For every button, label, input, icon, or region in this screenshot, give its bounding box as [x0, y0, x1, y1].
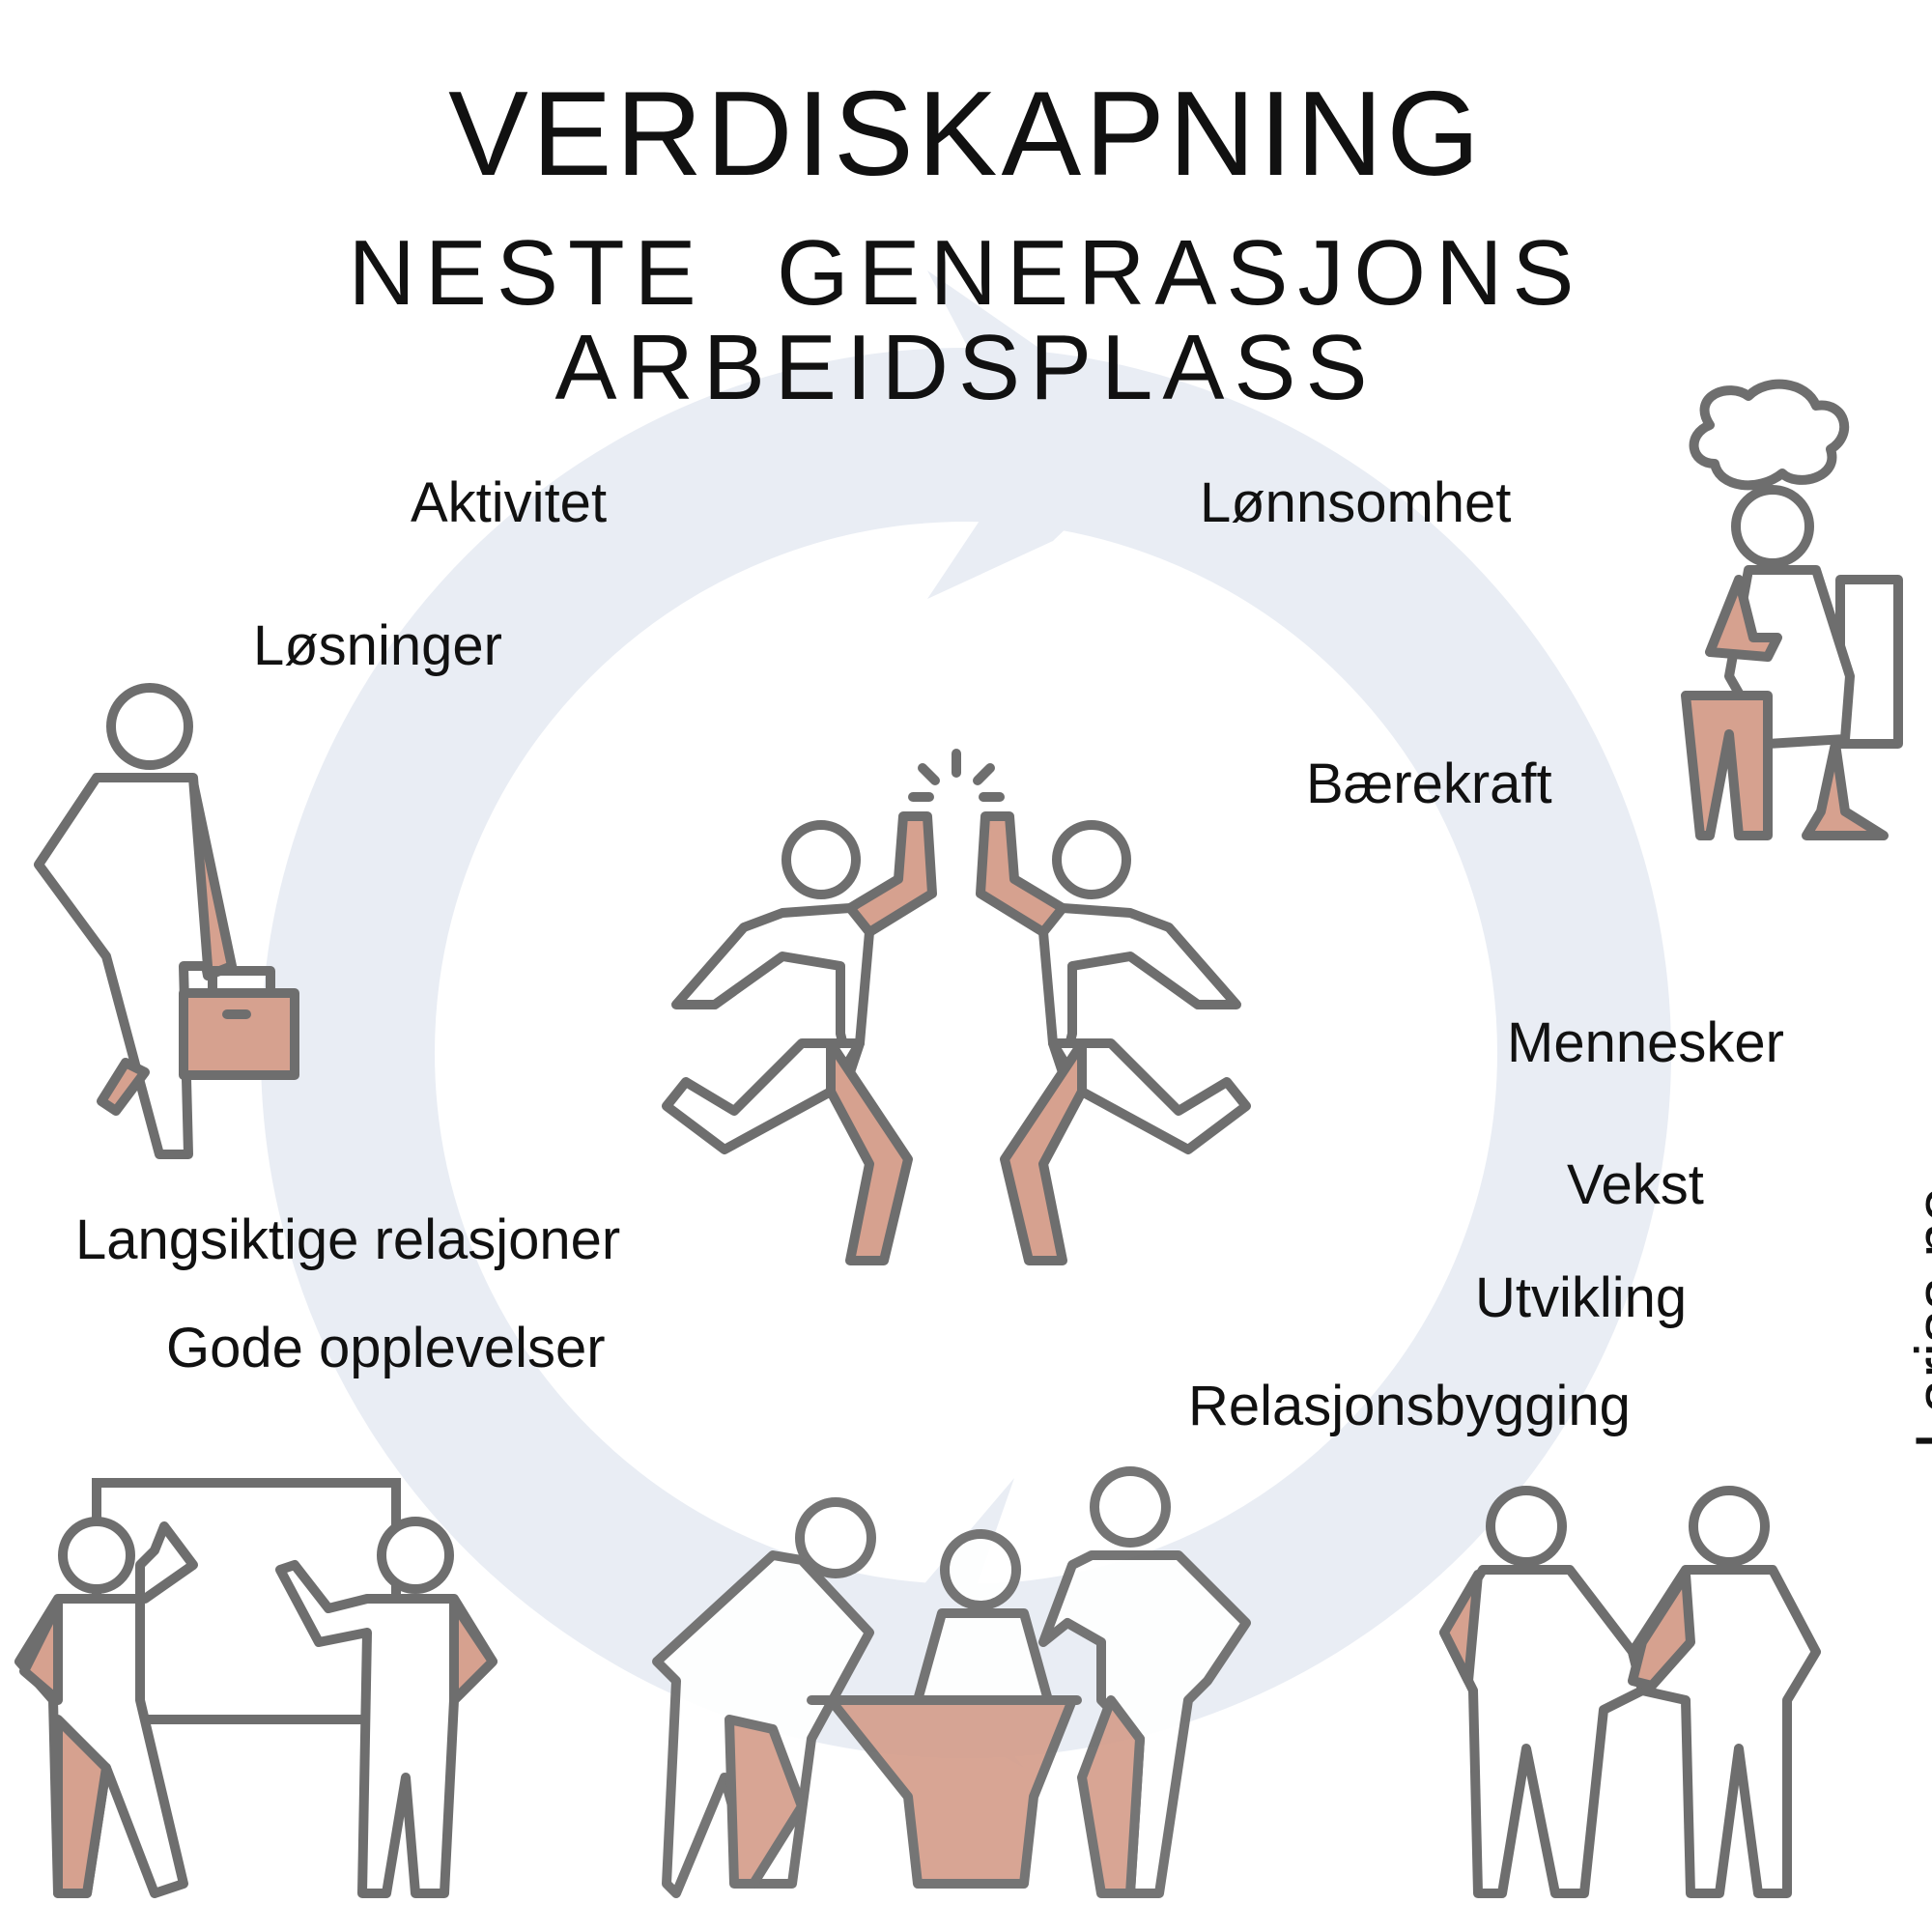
- keyword-gode-opplevelser: Gode opplevelser: [166, 1317, 606, 1379]
- brand-label: Larisa.no: [1902, 1186, 1932, 1449]
- keyword-lonnsomhet: Lønnsomhet: [1200, 471, 1512, 534]
- keyword-relasjonsbygging: Relasjonsbygging: [1188, 1375, 1631, 1437]
- keyword-vekst: Vekst: [1567, 1153, 1704, 1216]
- keyword-losninger: Løsninger: [253, 614, 502, 677]
- handshake-people: [1439, 1486, 1821, 1898]
- keyword-aktivitet: Aktivitet: [411, 471, 608, 534]
- page-title: VERDISKAPNING: [448, 68, 1484, 201]
- keyword-utvikling: Utvikling: [1475, 1266, 1688, 1329]
- spark-icon: [908, 749, 1005, 802]
- whiteboard-people: [14, 1478, 497, 1898]
- thinking-person: [1681, 379, 1903, 840]
- keyword-langsiktige-relasjoner: Langsiktige relasjoner: [75, 1208, 621, 1271]
- page-subtitle-line2: ARBEIDSPLASS: [554, 316, 1378, 419]
- keyword-mennesker: Mennesker: [1507, 1011, 1784, 1074]
- briefcase-person: [34, 683, 299, 1159]
- high-five-figures: [662, 749, 1251, 1265]
- keyword-baerekraft: Bærekraft: [1306, 753, 1552, 815]
- meeting-group: [652, 1466, 1251, 1898]
- page-subtitle-line1: NESTE GENERASJONS: [348, 221, 1584, 325]
